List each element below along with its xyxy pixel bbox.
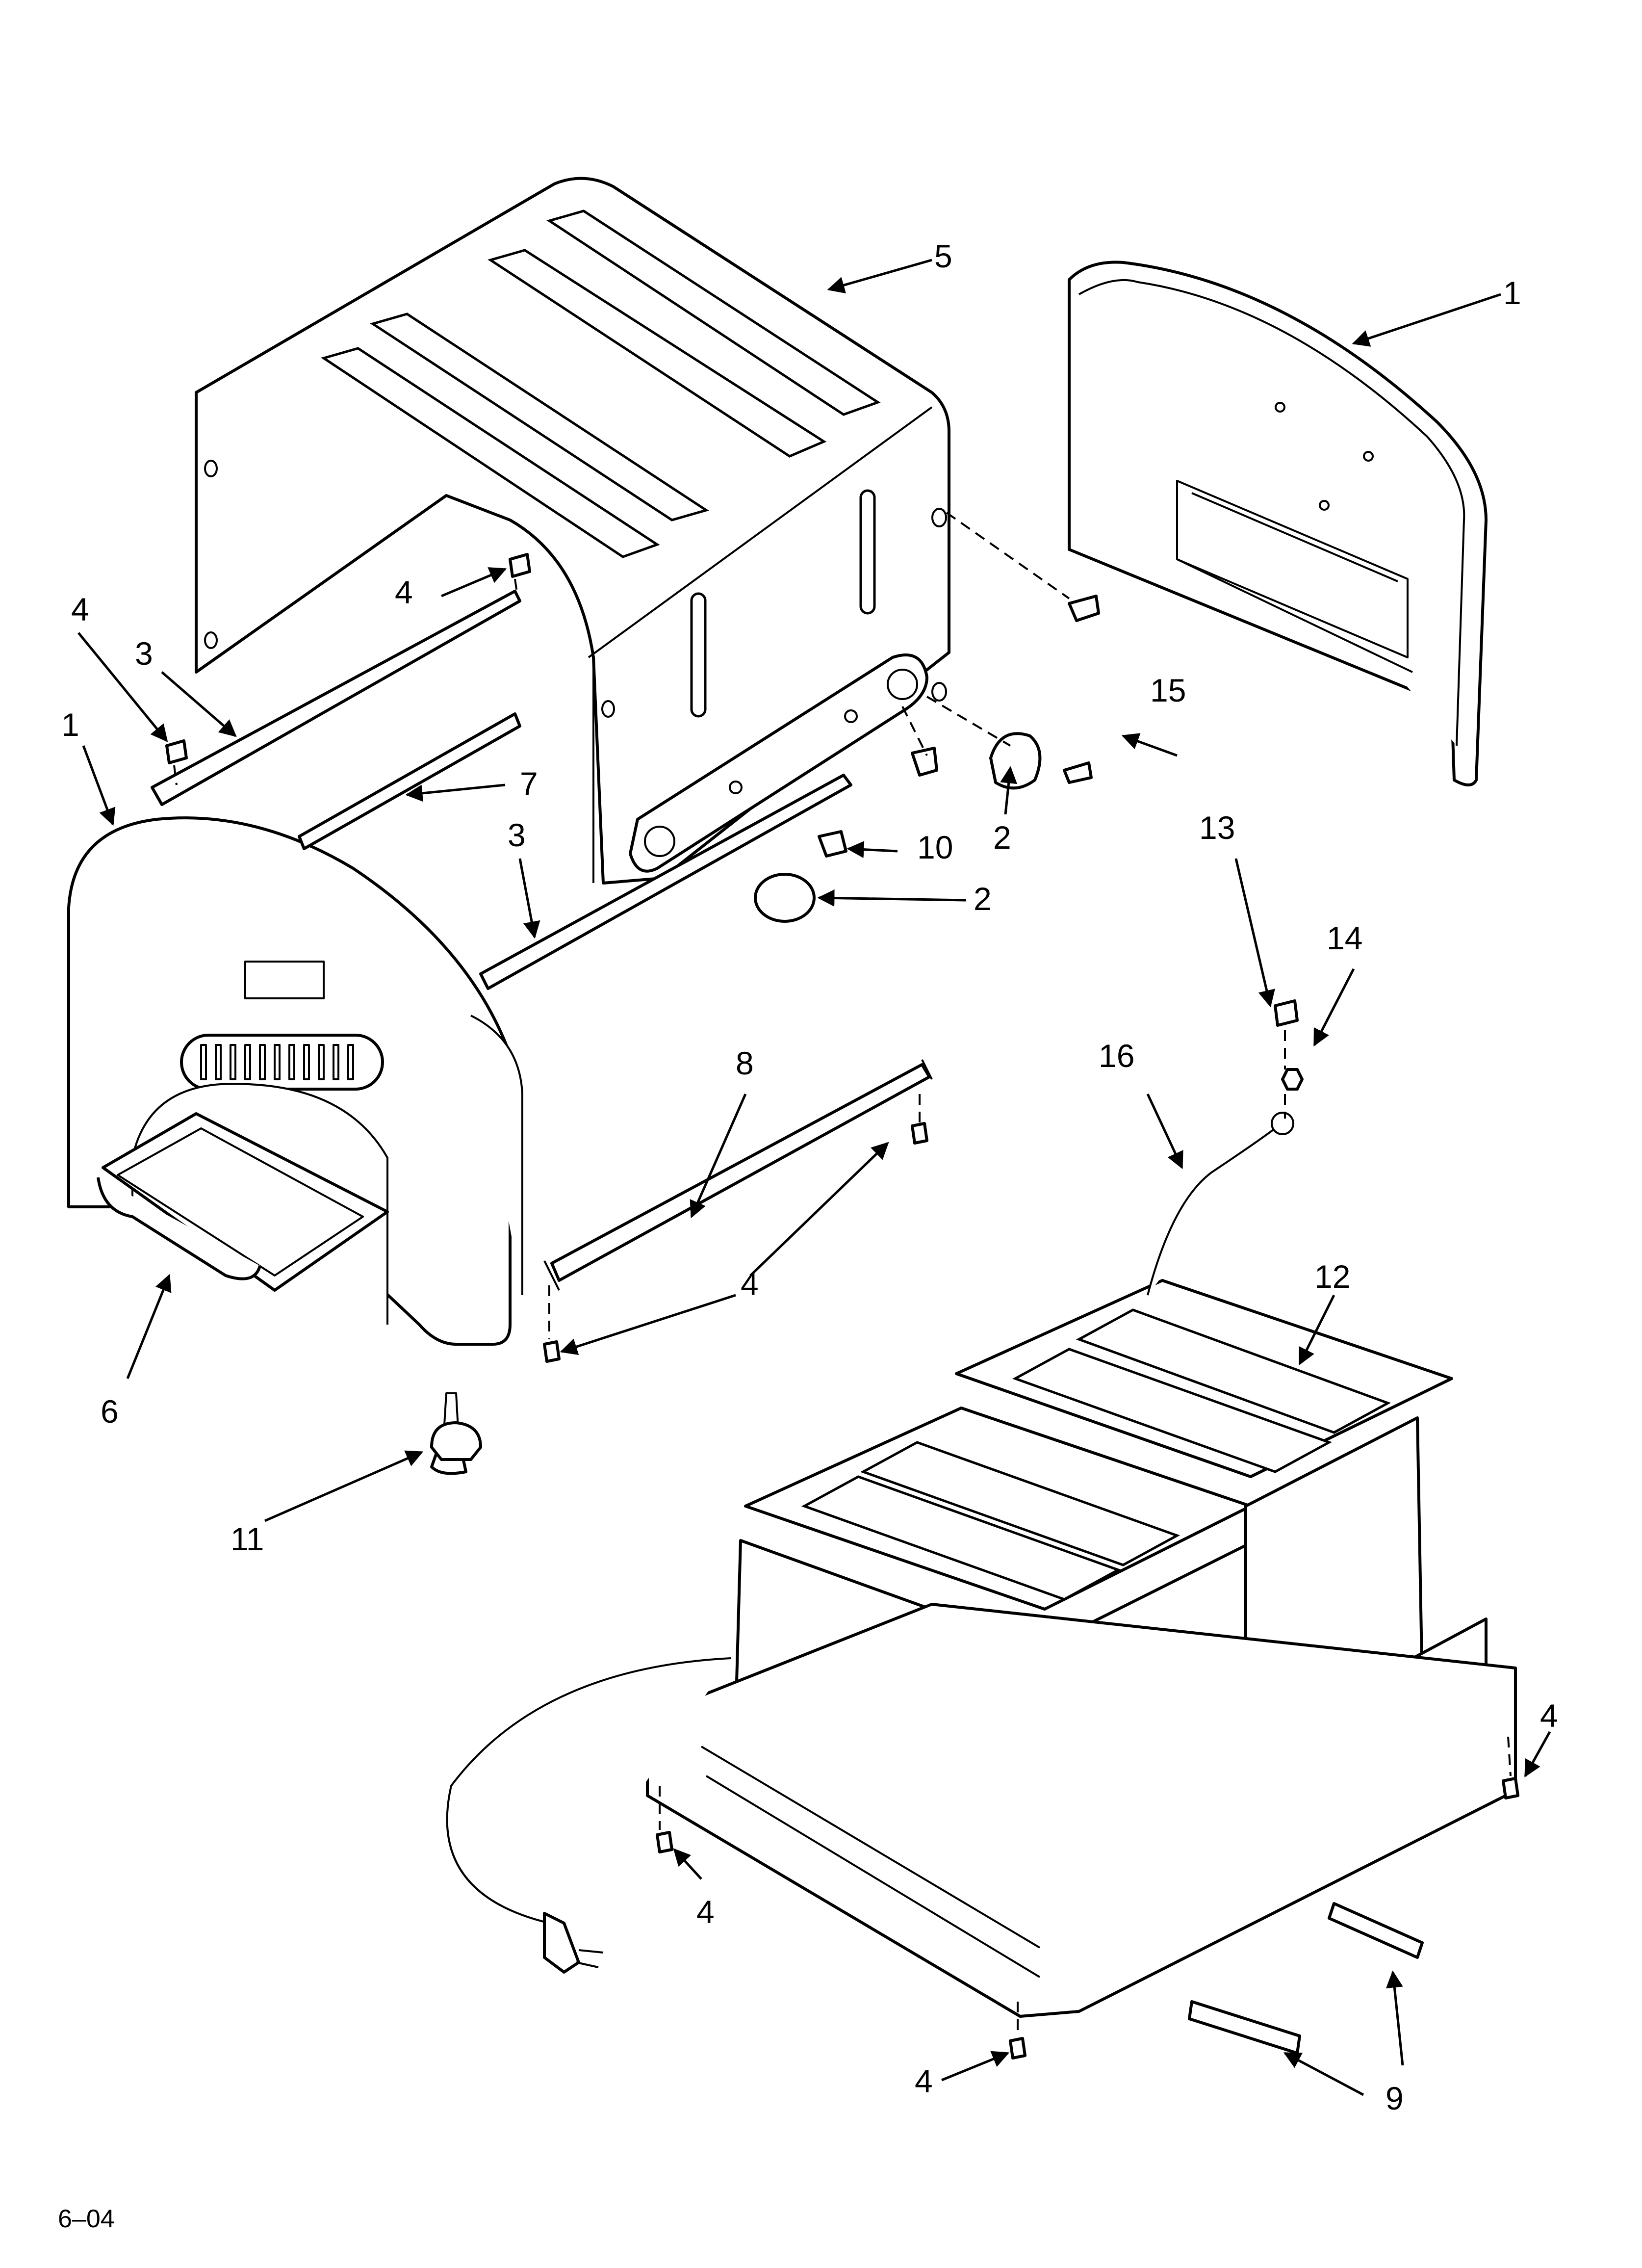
callout-4-top: 4 bbox=[395, 574, 413, 610]
alignment-dashes bbox=[173, 512, 1512, 2036]
housing-shell bbox=[195, 177, 950, 885]
callout-6: 6 bbox=[101, 1393, 119, 1430]
callout-2-upper: 2 bbox=[993, 819, 1011, 856]
callout-3-lower: 3 bbox=[508, 817, 526, 853]
callout-4-baseleft: 4 bbox=[696, 1894, 715, 1930]
callout-12: 12 bbox=[1314, 1258, 1350, 1295]
callout-1-left: 1 bbox=[61, 706, 79, 743]
callout-4-topleft: 4 bbox=[71, 591, 89, 627]
callout-13: 13 bbox=[1199, 809, 1235, 846]
callout-10: 10 bbox=[917, 829, 953, 865]
callout-15: 15 bbox=[1150, 672, 1186, 708]
callout-7: 7 bbox=[520, 765, 538, 802]
rails bbox=[151, 590, 933, 1291]
footer-code: 6–04 bbox=[58, 2205, 115, 2233]
leader-lines bbox=[77, 259, 1551, 2096]
callout-8: 8 bbox=[736, 1045, 754, 1081]
callout-11: 11 bbox=[231, 1521, 264, 1557]
callout-16: 16 bbox=[1099, 1038, 1134, 1074]
callout-3-upper: 3 bbox=[135, 635, 153, 672]
callout-4-middle: 4 bbox=[741, 1266, 759, 1302]
callout-1-right: 1 bbox=[1503, 275, 1521, 311]
callout-labels: 1 1 2 2 3 3 4 4 4 4 4 4 5 6 7 8 9 10 11 … bbox=[58, 238, 1558, 2233]
callout-5: 5 bbox=[934, 238, 952, 274]
foot bbox=[430, 1421, 482, 1461]
crumb-tray bbox=[97, 1112, 389, 1292]
end-panel-right bbox=[1068, 261, 1488, 786]
callout-4-bottom: 4 bbox=[915, 2063, 933, 2099]
screws bbox=[165, 553, 1519, 2059]
callout-4-baseright: 4 bbox=[1540, 1697, 1558, 1734]
callout-14: 14 bbox=[1327, 920, 1362, 956]
callout-2-lower: 2 bbox=[974, 881, 992, 917]
callout-9: 9 bbox=[1385, 2080, 1404, 2116]
toaster-chassis bbox=[446, 1112, 1517, 2018]
